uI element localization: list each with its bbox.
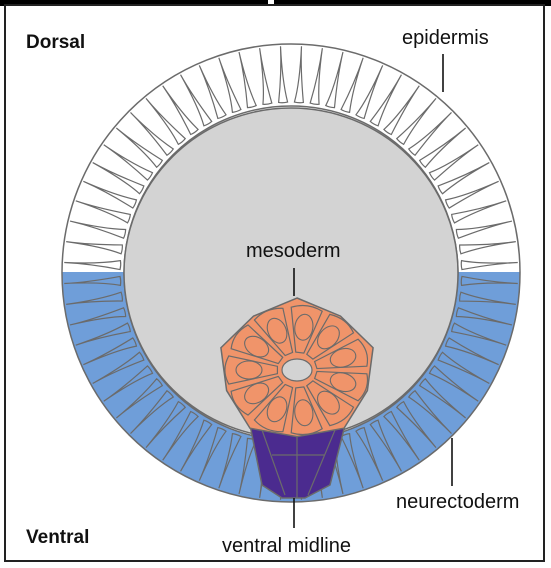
mesoderm-lumen (282, 359, 312, 381)
ventral-label: Ventral (26, 527, 89, 549)
neurectoderm-label: neurectoderm (396, 491, 519, 514)
epidermis-label: epidermis (402, 27, 489, 50)
mesoderm-label: mesoderm (246, 240, 340, 263)
ventral-midline-label: ventral midline (222, 535, 351, 558)
dorsal-label: Dorsal (26, 32, 85, 54)
